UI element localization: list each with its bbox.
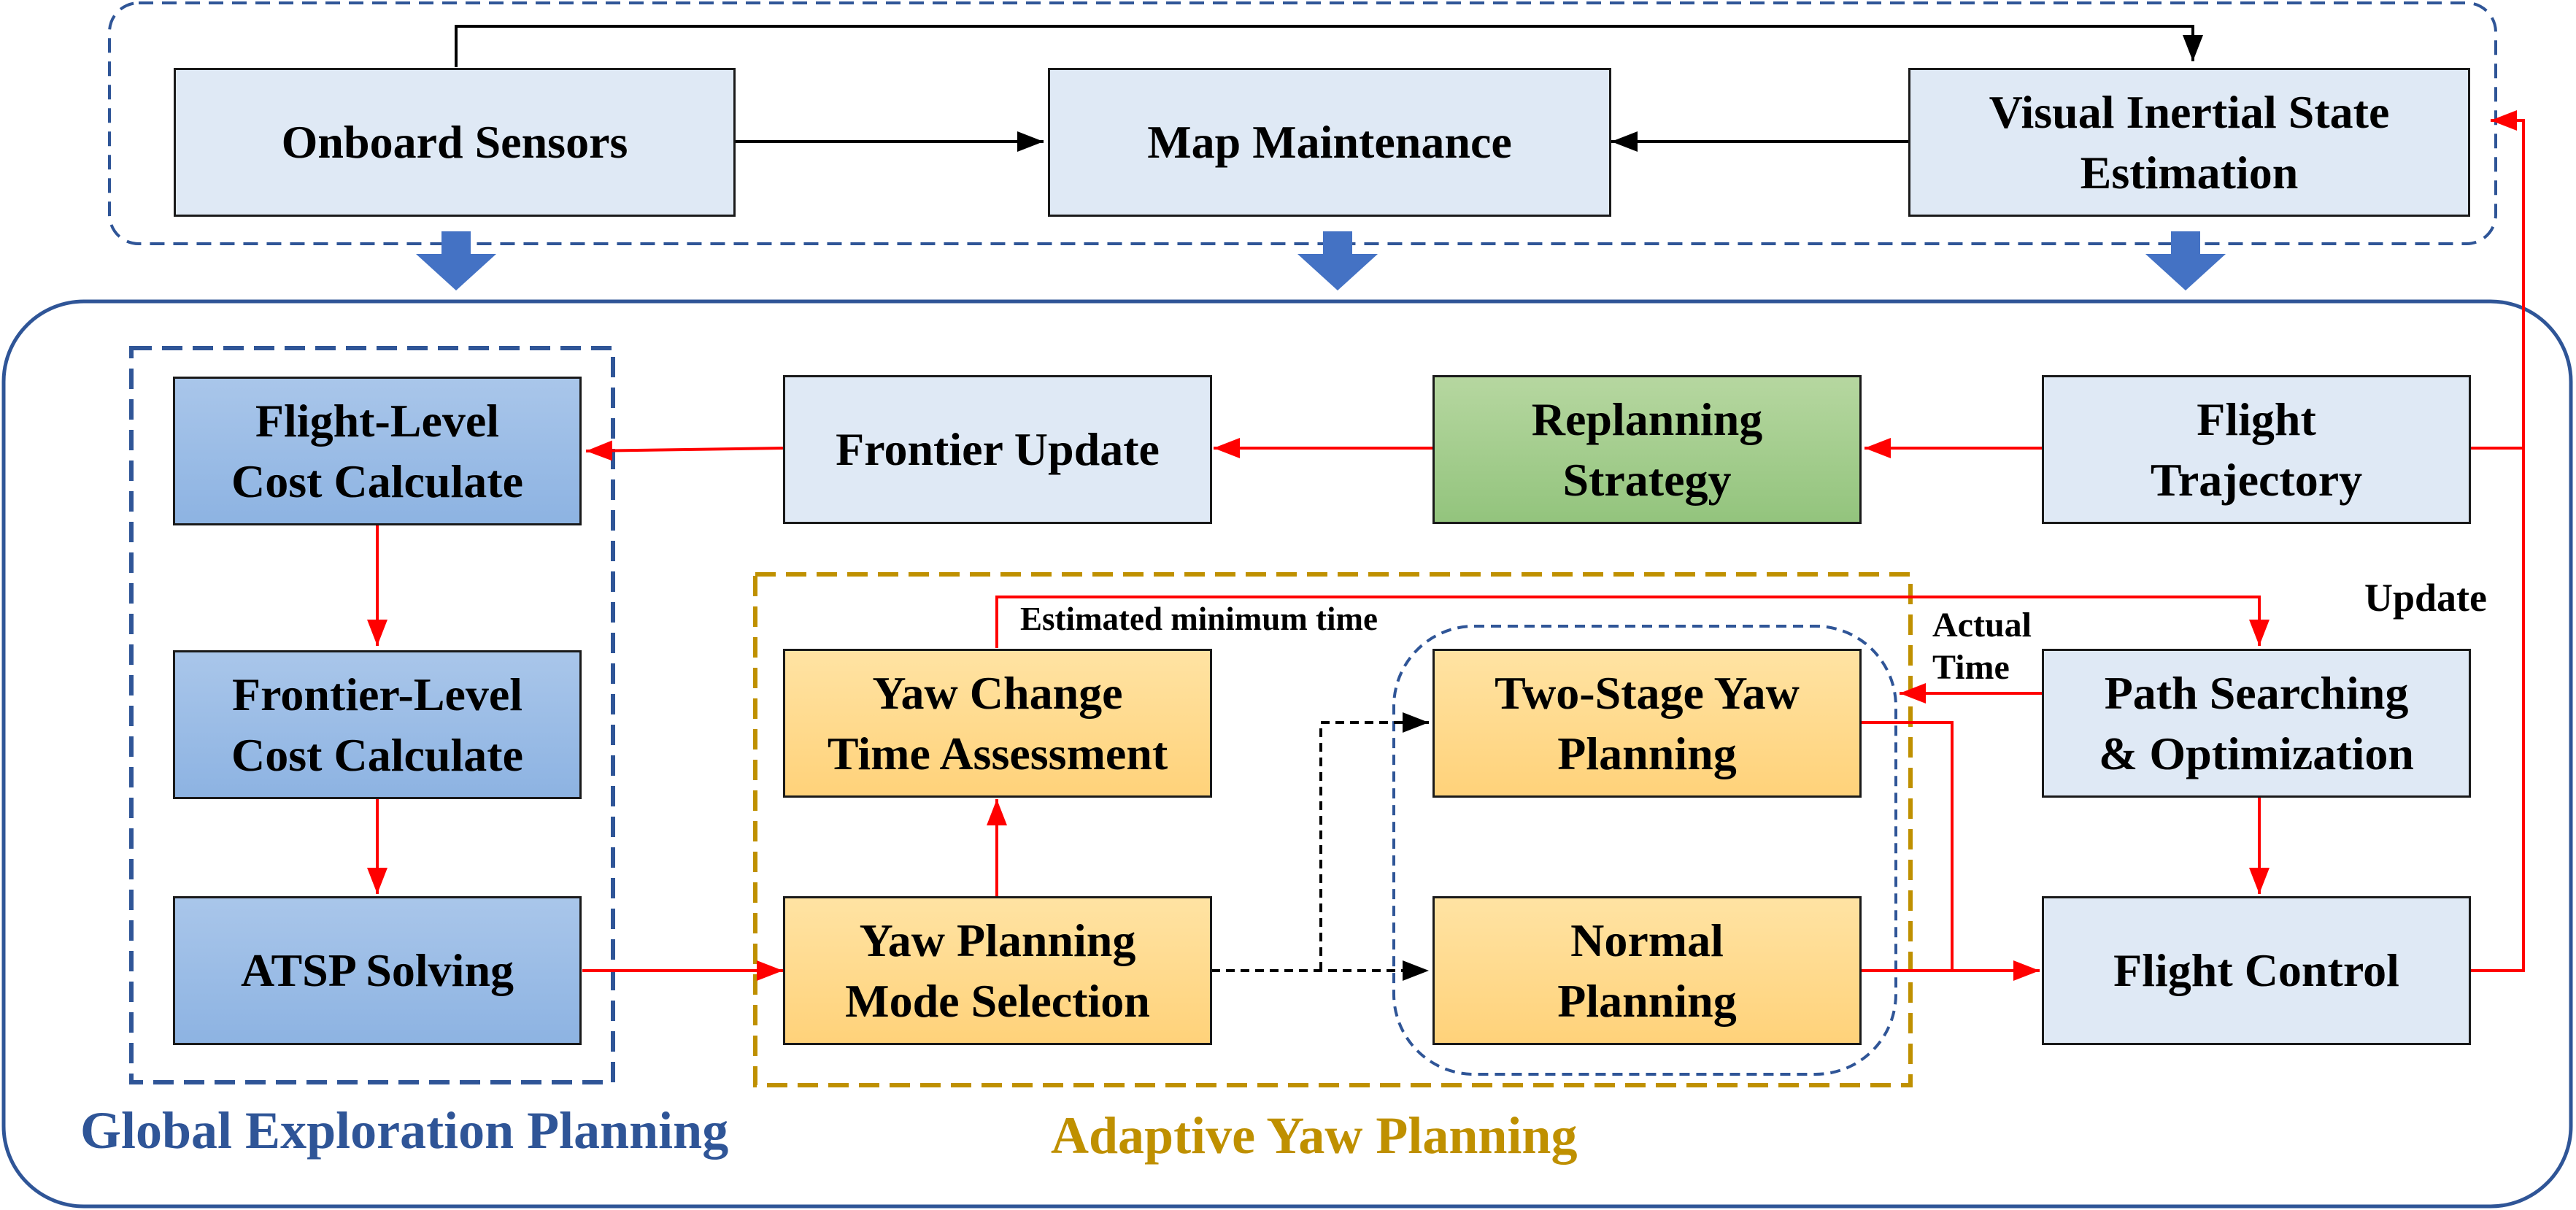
visual-inertial-state-estimation-box: Visual Inertial State Estimation [1908,68,2470,217]
planning-system-frame [1,299,2573,1209]
global-planning-group-frame [129,346,615,1084]
adaptive-yaw-planning-title: Adaptive Yaw Planning [1051,1106,1578,1165]
flight-control-box: Flight Control [2042,896,2471,1045]
normal-planning-box: Normal Planning [1432,896,1862,1045]
two-stage-to-flight-control-line [1861,721,1954,971]
yaw-change-time-assessment-box: Yaw Change Time Assessment [783,649,1212,798]
mode-to-two-stage-arrow [1319,712,1429,971]
replanning-strategy-box: Replanning Strategy [1432,375,1862,524]
estimated-time-arrow [995,596,2270,648]
down-arrow-icon [416,231,496,290]
sensors-to-vio-arrow [455,25,2203,67]
path-searching-optimization-box: Path Searching & Optimization [2042,649,2471,798]
onboard-sensors-box: Onboard Sensors [174,68,736,217]
yaw-planning-mode-selection-box: Yaw Planning Mode Selection [783,896,1212,1045]
down-arrow-icon [1297,231,1378,290]
two-stage-yaw-planning-box: Two-Stage Yaw Planning [1432,649,1862,798]
frontier-update-to-flight-cost-arrow [585,440,784,461]
atsp-solving-box: ATSP Solving [173,896,582,1045]
frontier-level-cost-box: Frontier-Level Cost Calculate [173,650,582,799]
actual-time-label: Actual Time [1932,606,2032,687]
frontier-update-box: Frontier Update [783,375,1212,524]
yaw-planning-group-frame [753,572,1913,1087]
map-maintenance-box: Map Maintenance [1048,68,1611,217]
flight-level-cost-box: Flight-Level Cost Calculate [173,377,582,525]
down-arrow-icon [2145,231,2226,290]
estimated-minimum-time-label: Estimated minimum time [1020,601,1378,637]
update-label: Update [2364,576,2488,620]
flight-trajectory-box: Flight Trajectory [2042,375,2471,524]
yaw-strategy-subgroup-frame [1392,625,1897,1076]
global-exploration-planning-title: Global Exploration Planning [80,1101,729,1160]
update-loop-arrow [2469,110,2525,972]
